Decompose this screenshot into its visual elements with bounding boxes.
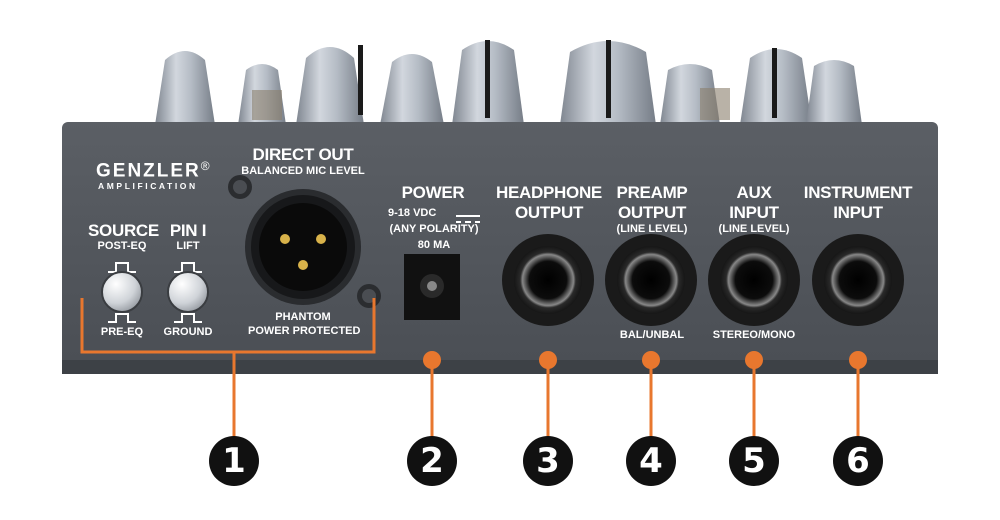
knob-row xyxy=(155,40,862,125)
aux-label-line3: (LINE LEVEL) xyxy=(718,223,790,235)
instrument-jack xyxy=(812,234,904,326)
registered-mark: ® xyxy=(200,159,210,173)
source-post-eq: POST-EQ xyxy=(97,240,147,252)
instrument-label-line1: INSTRUMENT xyxy=(803,183,913,202)
aux-label-line1: AUX xyxy=(736,183,772,202)
preamp-label-line2: OUTPUT xyxy=(617,203,687,222)
power-polarity: (ANY POLARITY) xyxy=(389,223,479,235)
brand-logo: GENZLER® xyxy=(96,160,210,180)
direct-out-subtitle: BALANCED MIC LEVEL xyxy=(241,165,365,177)
power-current: 80 MA xyxy=(417,239,451,251)
callout-5: 5 xyxy=(729,436,779,486)
power-protected-label: POWER PROTECTED xyxy=(248,325,361,337)
aux-label-line2: INPUT xyxy=(729,203,779,222)
callout-lines xyxy=(80,298,860,440)
headphone-label-line1: HEADPHONE xyxy=(496,183,602,202)
headphone-label-line2: OUTPUT xyxy=(514,203,584,222)
direct-out-title: DIRECT OUT xyxy=(252,145,354,164)
power-voltage: 9-18 VDC xyxy=(388,207,437,219)
callout-dots xyxy=(423,351,867,369)
pin1-lift: LIFT xyxy=(176,240,200,252)
knob xyxy=(806,60,862,125)
switch-symbols xyxy=(108,215,480,323)
preamp-label-line3: (LINE LEVEL) xyxy=(616,223,688,235)
pin1-title: PIN I xyxy=(169,221,207,240)
instrument-label-line2: INPUT xyxy=(833,203,883,222)
knob xyxy=(155,51,215,125)
front-panel xyxy=(62,122,938,374)
brand-name: GENZLER xyxy=(96,160,201,182)
brand-tagline: AMPLIFICATION xyxy=(98,181,198,191)
phantom-label: PHANTOM xyxy=(275,311,331,323)
preamp-jack xyxy=(605,234,697,326)
source-switch[interactable] xyxy=(101,271,143,313)
xlr-connector xyxy=(245,189,361,305)
callout-6: 6 xyxy=(833,436,883,486)
source-pre-eq: PRE-EQ xyxy=(100,326,144,338)
callout-1: 1 xyxy=(209,436,259,486)
pin1-switch[interactable] xyxy=(167,271,209,313)
headphone-jack xyxy=(502,234,594,326)
callout-2: 2 xyxy=(407,436,457,486)
pin1-ground: GROUND xyxy=(163,326,213,338)
aux-jack xyxy=(708,234,800,326)
callout-3: 3 xyxy=(523,436,573,486)
preamp-bal-unbal: BAL/UNBAL xyxy=(619,329,685,341)
preamp-label-line1: PREAMP xyxy=(616,183,688,202)
power-jack xyxy=(404,254,460,320)
power-title: POWER xyxy=(401,183,465,202)
knob xyxy=(380,54,444,125)
source-title: SOURCE xyxy=(88,221,159,240)
knob xyxy=(296,47,364,125)
callout-4: 4 xyxy=(626,436,676,486)
aux-stereo-mono: STEREO/MONO xyxy=(712,329,796,341)
